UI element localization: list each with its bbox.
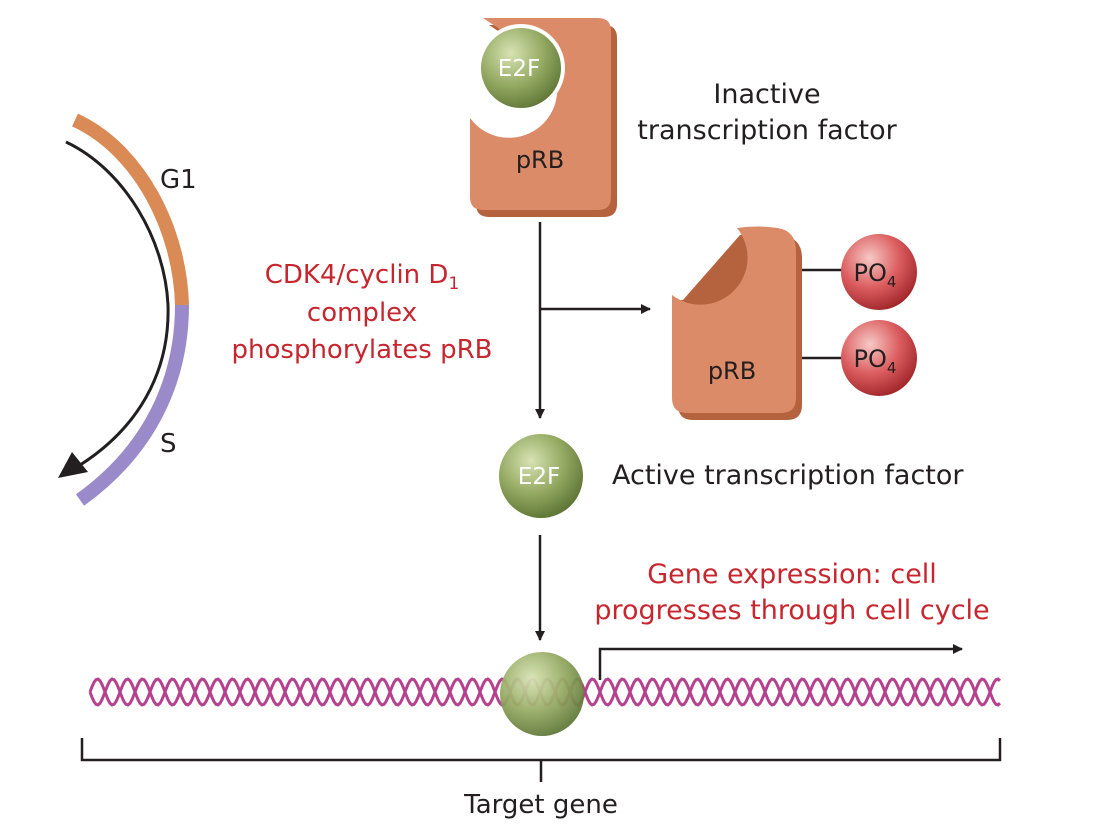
- po4-label-bottom: PO4: [854, 345, 897, 377]
- po4-sphere-bottom: [841, 320, 917, 396]
- gene-expression-line2: progresses through cell cycle: [594, 595, 989, 626]
- cell-cycle-arrowhead: [58, 452, 88, 478]
- cell-cycle-arc: G1 S: [58, 113, 197, 506]
- active-e2f-sphere: [499, 434, 583, 518]
- phosphorylation-line1: CDK4/cyclin D1: [265, 260, 460, 294]
- inactive-complex: pRB E2F: [470, 18, 617, 217]
- phosphorylated-prb: pRB PO4 PO4: [672, 226, 917, 420]
- po4-sphere-top: [841, 234, 917, 310]
- inactive-e2f-label: E2F: [498, 56, 540, 82]
- inactive-prb-shape: [470, 18, 611, 210]
- g1-label: G1: [160, 165, 197, 195]
- inactive-e2f-sphere: [477, 24, 565, 112]
- g1-phase-band: [71, 113, 189, 306]
- target-gene-bracket: [80, 738, 1002, 782]
- cell-cycle-direction-arrow: [65, 140, 170, 472]
- transcription-start-arrow: [598, 644, 963, 680]
- inactive-caption-line2: transcription factor: [637, 115, 897, 146]
- phospho-prb-shape: [672, 226, 796, 413]
- phosphorylation-line3: phosphorylates pRB: [232, 335, 493, 365]
- s-phase-band: [75, 304, 189, 506]
- phosphorylation-caption: CDK4/cyclin D1 complex phosphorylates pR…: [232, 260, 493, 365]
- inactive-caption-line1: Inactive: [713, 79, 820, 110]
- gene-expression-line1: Gene expression: cell: [647, 559, 937, 590]
- s-label: S: [160, 429, 177, 459]
- inactive-prb-label: pRB: [516, 146, 564, 174]
- target-gene-label: Target gene: [463, 790, 618, 820]
- phosphorylation-line2: complex: [307, 298, 417, 328]
- po4-label-top: PO4: [854, 259, 897, 291]
- phospho-prb-label: pRB: [708, 357, 756, 385]
- active-e2f-label: E2F: [518, 464, 560, 490]
- active-caption: Active transcription factor: [612, 460, 964, 491]
- bound-e2f-sphere: [500, 652, 584, 736]
